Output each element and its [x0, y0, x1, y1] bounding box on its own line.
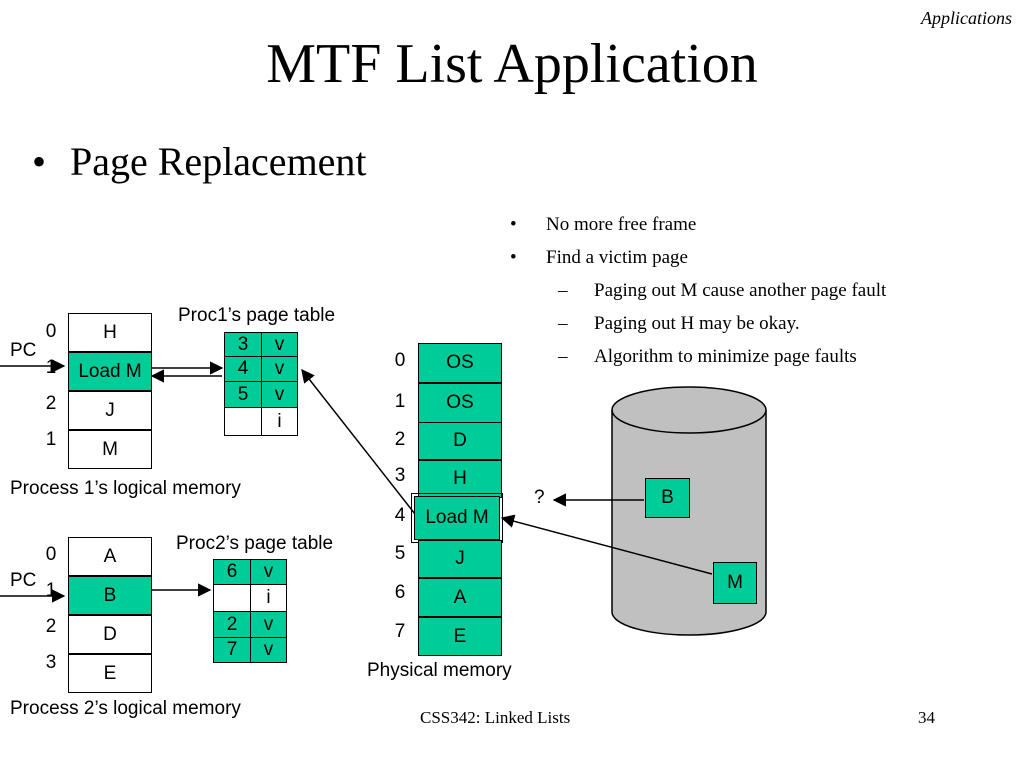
p2-index: 2 — [45, 616, 57, 637]
p2-pc-label: PC — [10, 570, 37, 591]
footer-page-number: 34 — [918, 708, 935, 727]
pt1-bit: v — [261, 381, 298, 408]
unknown-marker: ? — [534, 487, 545, 508]
note-item: •Find a victim page — [510, 247, 688, 268]
phys-cell: H — [418, 460, 502, 498]
p1-index: 0 — [45, 321, 57, 342]
p1-index: 1 — [45, 429, 57, 450]
phys-index: 3 — [394, 465, 406, 486]
p2-label: Process 2’s logical memory — [10, 698, 241, 719]
phys-index: 6 — [394, 582, 406, 603]
p1-cell-highlight: Load M — [68, 352, 152, 391]
phys-cell: E — [418, 617, 502, 656]
p2-cell: A — [68, 537, 152, 576]
p1-index: 1 — [45, 357, 57, 378]
p1-index: 2 — [45, 393, 57, 414]
pt1-bit: i — [261, 407, 298, 436]
pt1-to-frame4-line — [301, 368, 416, 515]
p1-cell: H — [68, 313, 152, 352]
pt2-frame — [213, 584, 251, 612]
header-tag: Applications — [921, 8, 1012, 28]
p2-index: 0 — [45, 544, 57, 565]
pt2-frame: 7 — [213, 637, 251, 663]
phys-cell: OS — [418, 383, 502, 423]
bullet-marker: • — [32, 139, 47, 184]
phys-cell: A — [418, 578, 502, 617]
pt1-frame: 5 — [224, 381, 262, 408]
main-bullet-text: Page Replacement — [70, 139, 367, 184]
pt2-frame: 2 — [213, 611, 251, 638]
p2-cell: D — [68, 615, 152, 654]
p2-cell-highlight: B — [68, 576, 152, 615]
pt1-bit: v — [261, 332, 298, 357]
p1-label: Process 1’s logical memory — [10, 478, 241, 499]
disk-m-arrow — [500, 514, 713, 575]
phys-index: 4 — [394, 505, 406, 526]
pt1-frame: 3 — [224, 332, 262, 357]
note-subitem: –Paging out M cause another page fault — [558, 280, 887, 301]
p1-cell: M — [68, 430, 152, 469]
p1-cell: J — [68, 391, 152, 430]
phys-cell: D — [418, 422, 502, 460]
phys-index: 0 — [394, 350, 406, 371]
pt2-title: Proc2’s page table — [176, 533, 334, 554]
pt2-bit: v — [250, 611, 287, 638]
pt2-frame: 6 — [213, 559, 251, 585]
disk-item-b: B — [645, 478, 690, 518]
p2-cell: E — [68, 654, 152, 693]
p1-pc-label: PC — [10, 340, 37, 361]
footer-course: CSS342: Linked Lists — [420, 708, 571, 727]
p2-index: 3 — [45, 652, 57, 673]
note-subitem: –Paging out H may be okay. — [558, 313, 800, 334]
p2-index: 1 — [45, 580, 57, 601]
note-subitem: –Algorithm to minimize page faults — [558, 346, 857, 367]
pt1-bit: v — [261, 356, 298, 382]
pt1-title: Proc1’s page table — [178, 305, 336, 326]
phys-index: 2 — [394, 429, 406, 450]
pt2-bit: v — [250, 559, 287, 585]
phys-cell: OS — [418, 343, 502, 383]
disk-item-m: M — [713, 562, 757, 604]
phys-index: 5 — [394, 543, 406, 564]
phys-index: 1 — [394, 391, 406, 412]
phys-cell: J — [418, 540, 502, 578]
phys-index: 7 — [394, 621, 406, 642]
slide-title: MTF List Application — [266, 33, 758, 95]
pt1-frame — [224, 407, 262, 436]
phys-label: Physical memory — [367, 660, 512, 681]
main-bullet: • Page Replacement — [32, 138, 367, 185]
pt2-bit: v — [250, 637, 287, 663]
phys-cell-highlight: Load M — [411, 493, 503, 543]
note-item: •No more free frame — [510, 214, 697, 235]
pt2-bit: i — [250, 584, 287, 612]
pt1-frame: 4 — [224, 356, 262, 382]
